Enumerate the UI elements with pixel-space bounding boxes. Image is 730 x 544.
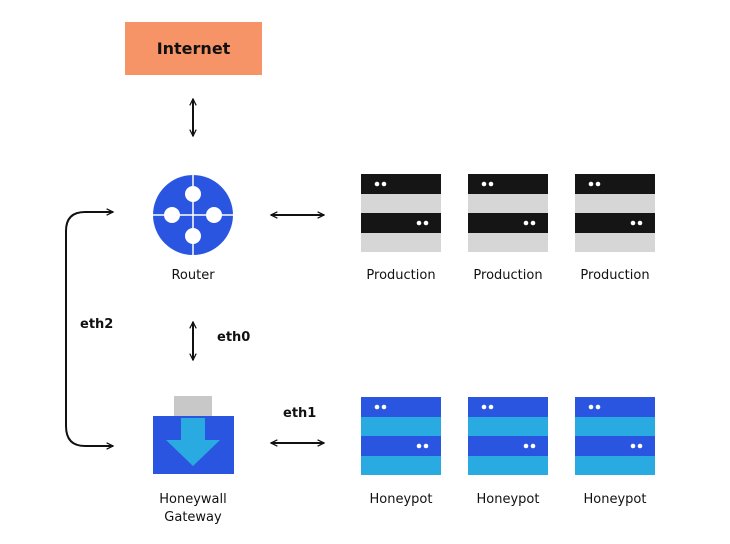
honeypot-server-icon	[361, 397, 441, 475]
gateway-label-line1: Honeywall	[159, 492, 227, 507]
production-label: Production	[473, 268, 543, 283]
eth2-label: eth2	[80, 317, 114, 332]
internet-node: Internet	[125, 22, 262, 75]
production-server-icon	[361, 174, 441, 252]
gateway-icon	[153, 396, 234, 474]
eth2-loop-connector	[65, 212, 113, 446]
gateway-label: Honeywall Gateway	[133, 492, 253, 525]
honeypot-label: Honeypot	[369, 492, 433, 507]
router-icon	[153, 175, 233, 255]
eth1-label: eth1	[283, 406, 317, 421]
honeypot-label: Honeypot	[476, 492, 540, 507]
gateway-label-line2: Gateway	[164, 510, 222, 525]
router-label: Router	[171, 268, 215, 283]
production-label: Production	[580, 268, 650, 283]
production-server-icon	[468, 174, 548, 252]
eth0-label: eth0	[217, 330, 251, 345]
production-label: Production	[366, 268, 436, 283]
honeypot-label: Honeypot	[583, 492, 647, 507]
production-server-icon	[575, 174, 655, 252]
honeypot-server-icon	[575, 397, 655, 475]
internet-label: Internet	[156, 39, 231, 58]
honeypot-server-icon	[468, 397, 548, 475]
